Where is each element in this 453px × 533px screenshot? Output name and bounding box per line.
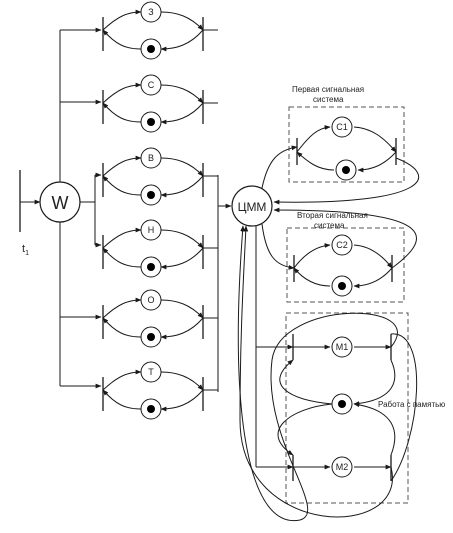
- subnet-place-label: Н: [148, 225, 155, 235]
- subnet-6: [60, 361, 218, 420]
- hub-arcs: [237, 145, 420, 522]
- group1-subnet: [296, 116, 397, 181]
- subnet-place-label: О: [147, 295, 154, 305]
- subnet-token: [147, 333, 155, 341]
- group2-frame: [286, 227, 405, 303]
- subnet-5: [60, 289, 218, 348]
- group3-place-m2-label: М2: [336, 462, 349, 472]
- group3-title: Работа с памятью: [378, 400, 445, 409]
- w-node: W: [39, 181, 81, 223]
- svg-text:W: W: [52, 193, 69, 213]
- group3-place-m1-label: М1: [336, 342, 349, 352]
- subnet-1: [60, 1, 218, 60]
- subnet-top-place: [140, 361, 162, 383]
- hub-node: ЦММ: [231, 185, 273, 227]
- group2-title-line2: система: [314, 221, 345, 230]
- subnet-place-label: С: [148, 80, 155, 90]
- subnet-top-place: [140, 219, 162, 241]
- subnet-top-place: [140, 74, 162, 96]
- subnet-token: [147, 263, 155, 271]
- left-subnets: З С В Н О Т: [60, 1, 218, 420]
- subnet-token: [147, 118, 155, 126]
- group1-frame: [288, 106, 405, 183]
- group1-place-label: С1: [336, 122, 348, 132]
- group1-title-line2: система: [313, 95, 344, 104]
- subnet-token: [147, 45, 155, 53]
- subnet-token: [147, 405, 155, 413]
- subnet-place-label: В: [148, 153, 154, 163]
- group2-title-line1: Вторая сигнальная: [297, 211, 368, 220]
- subnet-place-label: Т: [148, 367, 154, 377]
- subnet-2: [60, 74, 218, 133]
- group1-title-line1: Первая сигнальная: [292, 85, 364, 94]
- subnet-3: [95, 147, 218, 206]
- w-distribution-bus: [59, 30, 96, 386]
- subnet-token: [147, 191, 155, 199]
- subnet-top-place: [140, 289, 162, 311]
- subnet-place-label: З: [148, 7, 153, 17]
- svg-text:ЦММ: ЦММ: [238, 200, 267, 214]
- group2-subnet: [293, 234, 393, 297]
- source-label: t1: [22, 243, 29, 257]
- subnet-top-place: [140, 1, 162, 23]
- subnet-4: [95, 219, 218, 278]
- group3-subnet: [277, 333, 418, 482]
- group2-place-label: С2: [336, 240, 348, 250]
- subnet-top-place: [140, 147, 162, 169]
- source-transition: [19, 170, 41, 232]
